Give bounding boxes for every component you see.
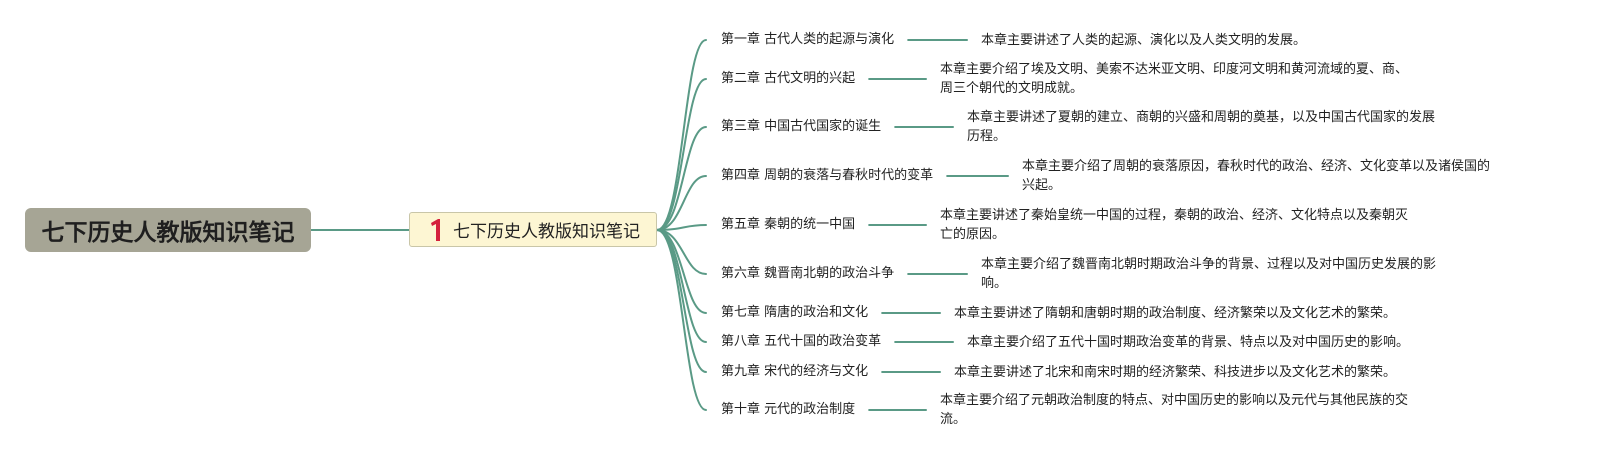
chapter-branch-line bbox=[656, 78, 707, 231]
chapter-description: 本章主要讲述了北宋和南宋时期的经济繁荣、科技进步以及文化艺术的繁荣。 bbox=[954, 364, 1397, 380]
root-topic[interactable]: 七下历史人教版知识笔记 bbox=[25, 208, 311, 252]
chapter-node[interactable]: 第十章 元代的政治制度 bbox=[721, 402, 856, 417]
chapter-node[interactable]: 第五章 秦朝的统一中国 bbox=[721, 217, 856, 232]
chapter-node[interactable]: 第三章 中国古代国家的诞生 bbox=[721, 119, 882, 134]
chapter-description: 本章主要介绍了周朝的衰落原因，春秋时代的政治、经济、文化变革以及诸侯国的兴起。 bbox=[1022, 159, 1491, 193]
chapter-node[interactable]: 第四章 周朝的衰落与春秋时代的变革 bbox=[721, 168, 934, 183]
root-topic-label: 七下历史人教版知识笔记 bbox=[41, 220, 295, 246]
main-topic[interactable]: 七下历史人教版知识笔记 bbox=[409, 212, 657, 247]
chapter-branch-line bbox=[656, 39, 707, 231]
chapter-node[interactable]: 第七章 隋唐的政治和文化 bbox=[721, 305, 869, 320]
chapter-description: 本章主要讲述了隋朝和唐朝时期的政治制度、经济繁荣以及文化艺术的繁荣。 bbox=[954, 305, 1397, 321]
chapter-branch-line bbox=[656, 229, 707, 411]
chapter-description: 本章主要介绍了五代十国时期政治变革的背景、特点以及对中国历史的影响。 bbox=[967, 334, 1410, 350]
chapter-node[interactable]: 第二章 古代文明的兴起 bbox=[721, 71, 856, 86]
main-topic-label: 七下历史人教版知识笔记 bbox=[453, 222, 640, 242]
chapter-description: 本章主要介绍了魏晋南北朝时期政治斗争的背景、过程以及对中国历史发展的影响。 bbox=[981, 257, 1437, 291]
chapter-description: 本章主要介绍了埃及文明、美索不达米亚文明、印度河文明和黄河流域的夏、商、周三个朝… bbox=[940, 62, 1409, 96]
chapter-node[interactable]: 第一章 古代人类的起源与演化 bbox=[721, 32, 895, 47]
chapter-description: 本章主要讲述了人类的起源、演化以及人类文明的发展。 bbox=[981, 32, 1307, 48]
chapter-node[interactable]: 第九章 宋代的经济与文化 bbox=[721, 364, 869, 379]
number-one-icon bbox=[431, 218, 440, 241]
chapter-description: 本章主要讲述了夏朝的建立、商朝的兴盛和周朝的奠基，以及中国古代国家的发展历程。 bbox=[967, 110, 1436, 144]
chapter-node[interactable]: 第八章 五代十国的政治变革 bbox=[721, 334, 882, 349]
chapter-description: 本章主要讲述了秦始皇统一中国的过程，秦朝的政治、经济、文化特点以及秦朝灭亡的原因… bbox=[940, 208, 1409, 242]
chapter-node[interactable]: 第六章 魏晋南北朝的政治斗争 bbox=[721, 266, 895, 281]
chapter-branch-line bbox=[656, 175, 707, 231]
chapter-description: 本章主要介绍了元朝政治制度的特点、对中国历史的影响以及元代与其他民族的交流。 bbox=[940, 393, 1409, 427]
chapter-branch-line bbox=[656, 229, 707, 343]
chapter-branch-line bbox=[656, 126, 707, 231]
